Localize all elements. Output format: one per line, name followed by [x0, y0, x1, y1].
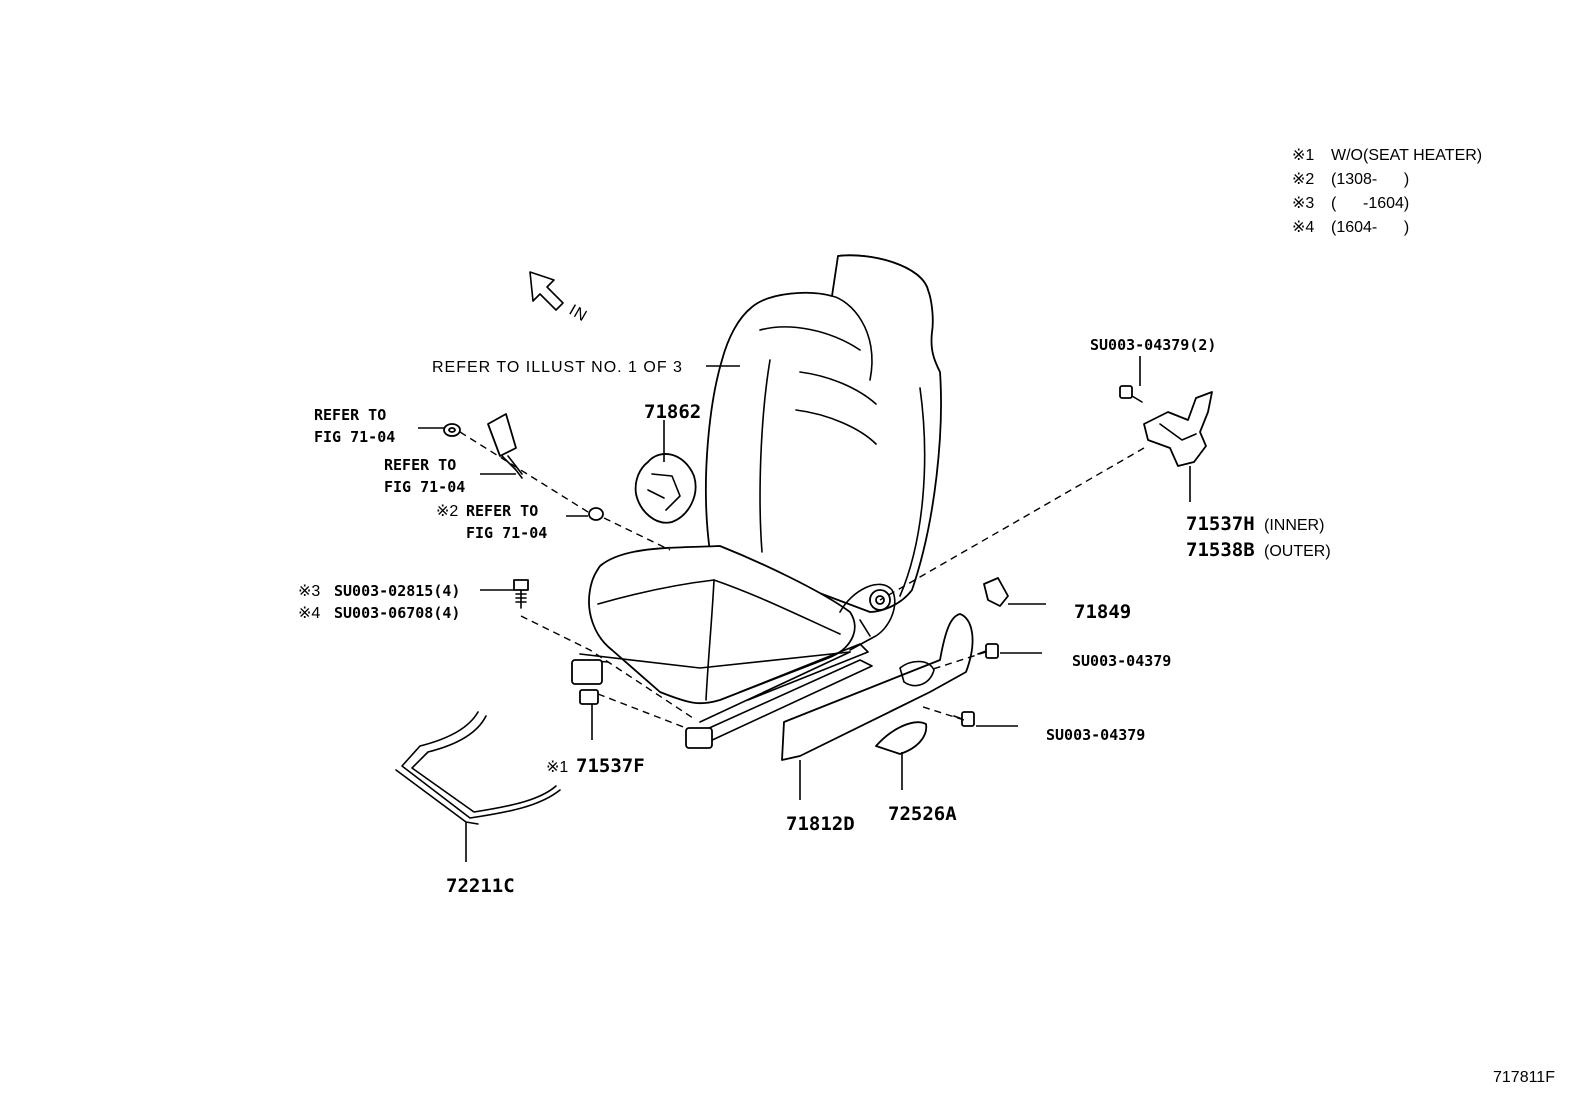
part-label-su003-02815: SU003-02815(4)	[334, 582, 460, 600]
direction-label: IN	[566, 302, 590, 326]
part-label-71862: 71862	[644, 401, 701, 423]
refer-fig-c-mark: ※2	[436, 503, 458, 520]
refer-fig-a-line2: FIG 71-04	[314, 428, 395, 446]
refer-fig-b-line2: FIG 71-04	[384, 478, 465, 496]
part-label-71538b-note: (OUTER)	[1264, 543, 1331, 560]
figure-id: 717811F	[1493, 1069, 1555, 1086]
assembly-lines	[459, 431, 1145, 729]
refer-fig-a-line1: REFER TO	[314, 406, 386, 424]
note-2-text: (1308- )	[1331, 171, 1409, 188]
part-72526a-knob	[875, 721, 928, 755]
bolt-su003-02815	[513, 579, 529, 609]
seat-back	[705, 254, 942, 613]
part-71862-cover	[634, 453, 697, 524]
refer-fig-b-line1: REFER TO	[384, 456, 456, 474]
part-label-71537f: 71537F	[576, 755, 645, 777]
nut-refer-a	[443, 423, 461, 437]
part-label-71849: 71849	[1074, 601, 1131, 623]
screw-su003-04379-mid	[977, 643, 999, 659]
part-mark-4: ※4	[298, 605, 320, 622]
part-71537f-pad	[579, 689, 599, 705]
part-label-72526a: 72526A	[888, 803, 957, 825]
part-label-71537h: 71537H	[1186, 513, 1255, 535]
note-2-mark: ※2	[1292, 171, 1314, 188]
part-mark-3: ※3	[298, 583, 320, 600]
note-1-text: W/O(SEAT HEATER)	[1331, 147, 1482, 164]
part-mark-1: ※1	[546, 759, 568, 776]
part-label-su003-04379-mid: SU003-04379	[1072, 652, 1171, 670]
note-3-mark: ※3	[1292, 195, 1314, 212]
screw-su003-04379-low	[953, 711, 975, 727]
bolt-su003-04379-top	[1119, 385, 1143, 403]
part-label-71812d: 71812D	[786, 813, 855, 835]
note-4-text: (1604- )	[1331, 219, 1409, 236]
washer-refer-c	[588, 507, 604, 521]
direction-arrow-icon: IN	[529, 271, 590, 326]
belt-buckle	[487, 413, 523, 479]
part-label-71537h-note: (INNER)	[1264, 517, 1324, 534]
part-label-su003-06708: SU003-06708(4)	[334, 604, 460, 622]
notes-legend: ※1 W/O(SEAT HEATER) ※2 (1308- ) ※3 ( -16…	[1292, 147, 1482, 236]
refer-illust-label: REFER TO ILLUST NO. 1 OF 3	[432, 359, 683, 376]
note-1-mark: ※1	[1292, 147, 1314, 164]
note-3-text: ( -1604)	[1331, 195, 1409, 212]
part-71537h-bracket	[1143, 391, 1213, 467]
part-label-71538b: 71538B	[1186, 539, 1255, 561]
refer-fig-c-line1: REFER TO	[466, 502, 538, 520]
part-label-72211c: 72211C	[446, 875, 515, 897]
part-71812d-shield	[781, 613, 974, 761]
leader-lines	[418, 356, 1191, 862]
part-72211c-wire	[395, 711, 561, 825]
refer-fig-c-line2: FIG 71-04	[466, 524, 547, 542]
part-label-su003-04379-2: SU003-04379(2)	[1090, 336, 1216, 354]
note-4-mark: ※4	[1292, 219, 1314, 236]
part-label-su003-04379-low: SU003-04379	[1046, 726, 1145, 744]
seat-cushion	[588, 545, 856, 705]
part-71849-clip	[983, 577, 1009, 607]
